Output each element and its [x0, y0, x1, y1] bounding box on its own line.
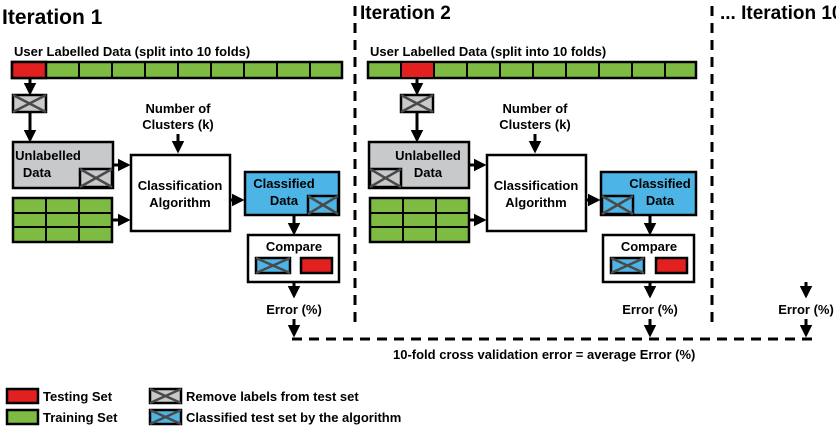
iteration-2-classification-algorithm: Classification Algorithm	[485, 153, 588, 233]
iteration-1-algorithm-line2: Algorithm	[149, 195, 210, 210]
legend-training-label: Training Set	[43, 410, 118, 425]
iteration-2-unlabelled-data: Unlabelled Data	[367, 140, 471, 190]
iteration-1-classification-algorithm: Classification Algorithm	[129, 153, 232, 233]
iteration-2-compare-label: Compare	[621, 239, 677, 254]
iteration-1-testing-fold	[10, 60, 48, 80]
iteration-1-unlabelled-data: Unlabelled Data	[11, 140, 115, 190]
iteration-1-unlabelled-line2: Data	[23, 165, 52, 180]
iteration-2-unlabelled-line1: Unlabelled	[395, 148, 461, 163]
legend-remove-labels: Remove labels from test set	[148, 387, 359, 405]
iteration-1-classified-data: Classified Data	[243, 170, 341, 217]
iteration-2-error-label: Error (%)	[622, 302, 678, 317]
testing-set-swatch	[5, 387, 40, 405]
iteration-1-compare-label: Compare	[266, 239, 322, 254]
iteration-1-title: Iteration 1	[2, 6, 103, 29]
iteration-2-remove-labels-icon	[399, 93, 435, 114]
iteration-2-training-grid	[368, 196, 471, 244]
iteration-2-classified-data: Classified Data	[599, 170, 698, 217]
legend-classified-test: Classified test set by the algorithm	[148, 408, 401, 426]
iteration-1-training-grid	[11, 196, 114, 244]
iteration-1-clusters-label-1: Number of	[146, 101, 212, 116]
iteration-2-data-label: User Labelled Data (split into 10 folds)	[370, 44, 606, 59]
iteration-2-testing-fold	[400, 61, 435, 79]
legend: Testing Set Training Set Remove labels f…	[5, 387, 401, 426]
iteration-2-unlabelled-line2: Data	[414, 165, 443, 180]
iteration-2-classified-line1: Classified	[629, 176, 690, 191]
iteration-2-classified-line2: Data	[646, 193, 675, 208]
iteration-10-error-label: Error (%)	[778, 302, 834, 317]
legend-remove-labels-label: Remove labels from test set	[186, 389, 359, 404]
iteration-2-clusters-label-2: Clusters (k)	[499, 117, 571, 132]
iteration-10: ... Iteration 10 Error (%)	[720, 3, 836, 338]
iteration-2-folds-bar	[366, 60, 698, 80]
iteration-2-compare-box: Compare	[601, 233, 696, 284]
iteration-1-classified-line2: Data	[270, 193, 299, 208]
iteration-1-compare-box: Compare	[246, 233, 341, 284]
iteration-1-algorithm-line1: Classification	[138, 178, 223, 193]
iteration-1-data-label: User Labelled Data (split into 10 folds)	[14, 44, 250, 59]
legend-training-set: Training Set	[5, 408, 118, 426]
iteration-1-unlabelled-line1: Unlabelled	[15, 148, 81, 163]
iteration-1-folds-bar	[10, 60, 344, 80]
iteration-1: Iteration 1 User Labelled Data (split in…	[2, 6, 344, 338]
legend-classified-label: Classified test set by the algorithm	[186, 410, 401, 425]
iteration-2-algorithm-line2: Algorithm	[505, 195, 566, 210]
iteration-1-clusters-label-2: Clusters (k)	[142, 117, 214, 132]
iteration-1-remove-labels-icon	[11, 93, 48, 114]
legend-testing-label: Testing Set	[43, 389, 113, 404]
iteration-1-error-label: Error (%)	[266, 302, 322, 317]
iteration-10-title: ... Iteration 10	[720, 3, 836, 24]
iteration-2-clusters-label-1: Number of	[503, 101, 569, 116]
iteration-1-classified-line1: Classified	[253, 176, 314, 191]
training-set-swatch	[5, 408, 40, 426]
iteration-2: Iteration 2 User Labelled Data (split in…	[360, 3, 698, 338]
legend-testing-set: Testing Set	[5, 387, 113, 405]
iteration-2-title: Iteration 2	[360, 3, 451, 24]
iteration-2-algorithm-line1: Classification	[494, 178, 579, 193]
cv-error-label: 10-fold cross validation error = average…	[393, 347, 695, 362]
